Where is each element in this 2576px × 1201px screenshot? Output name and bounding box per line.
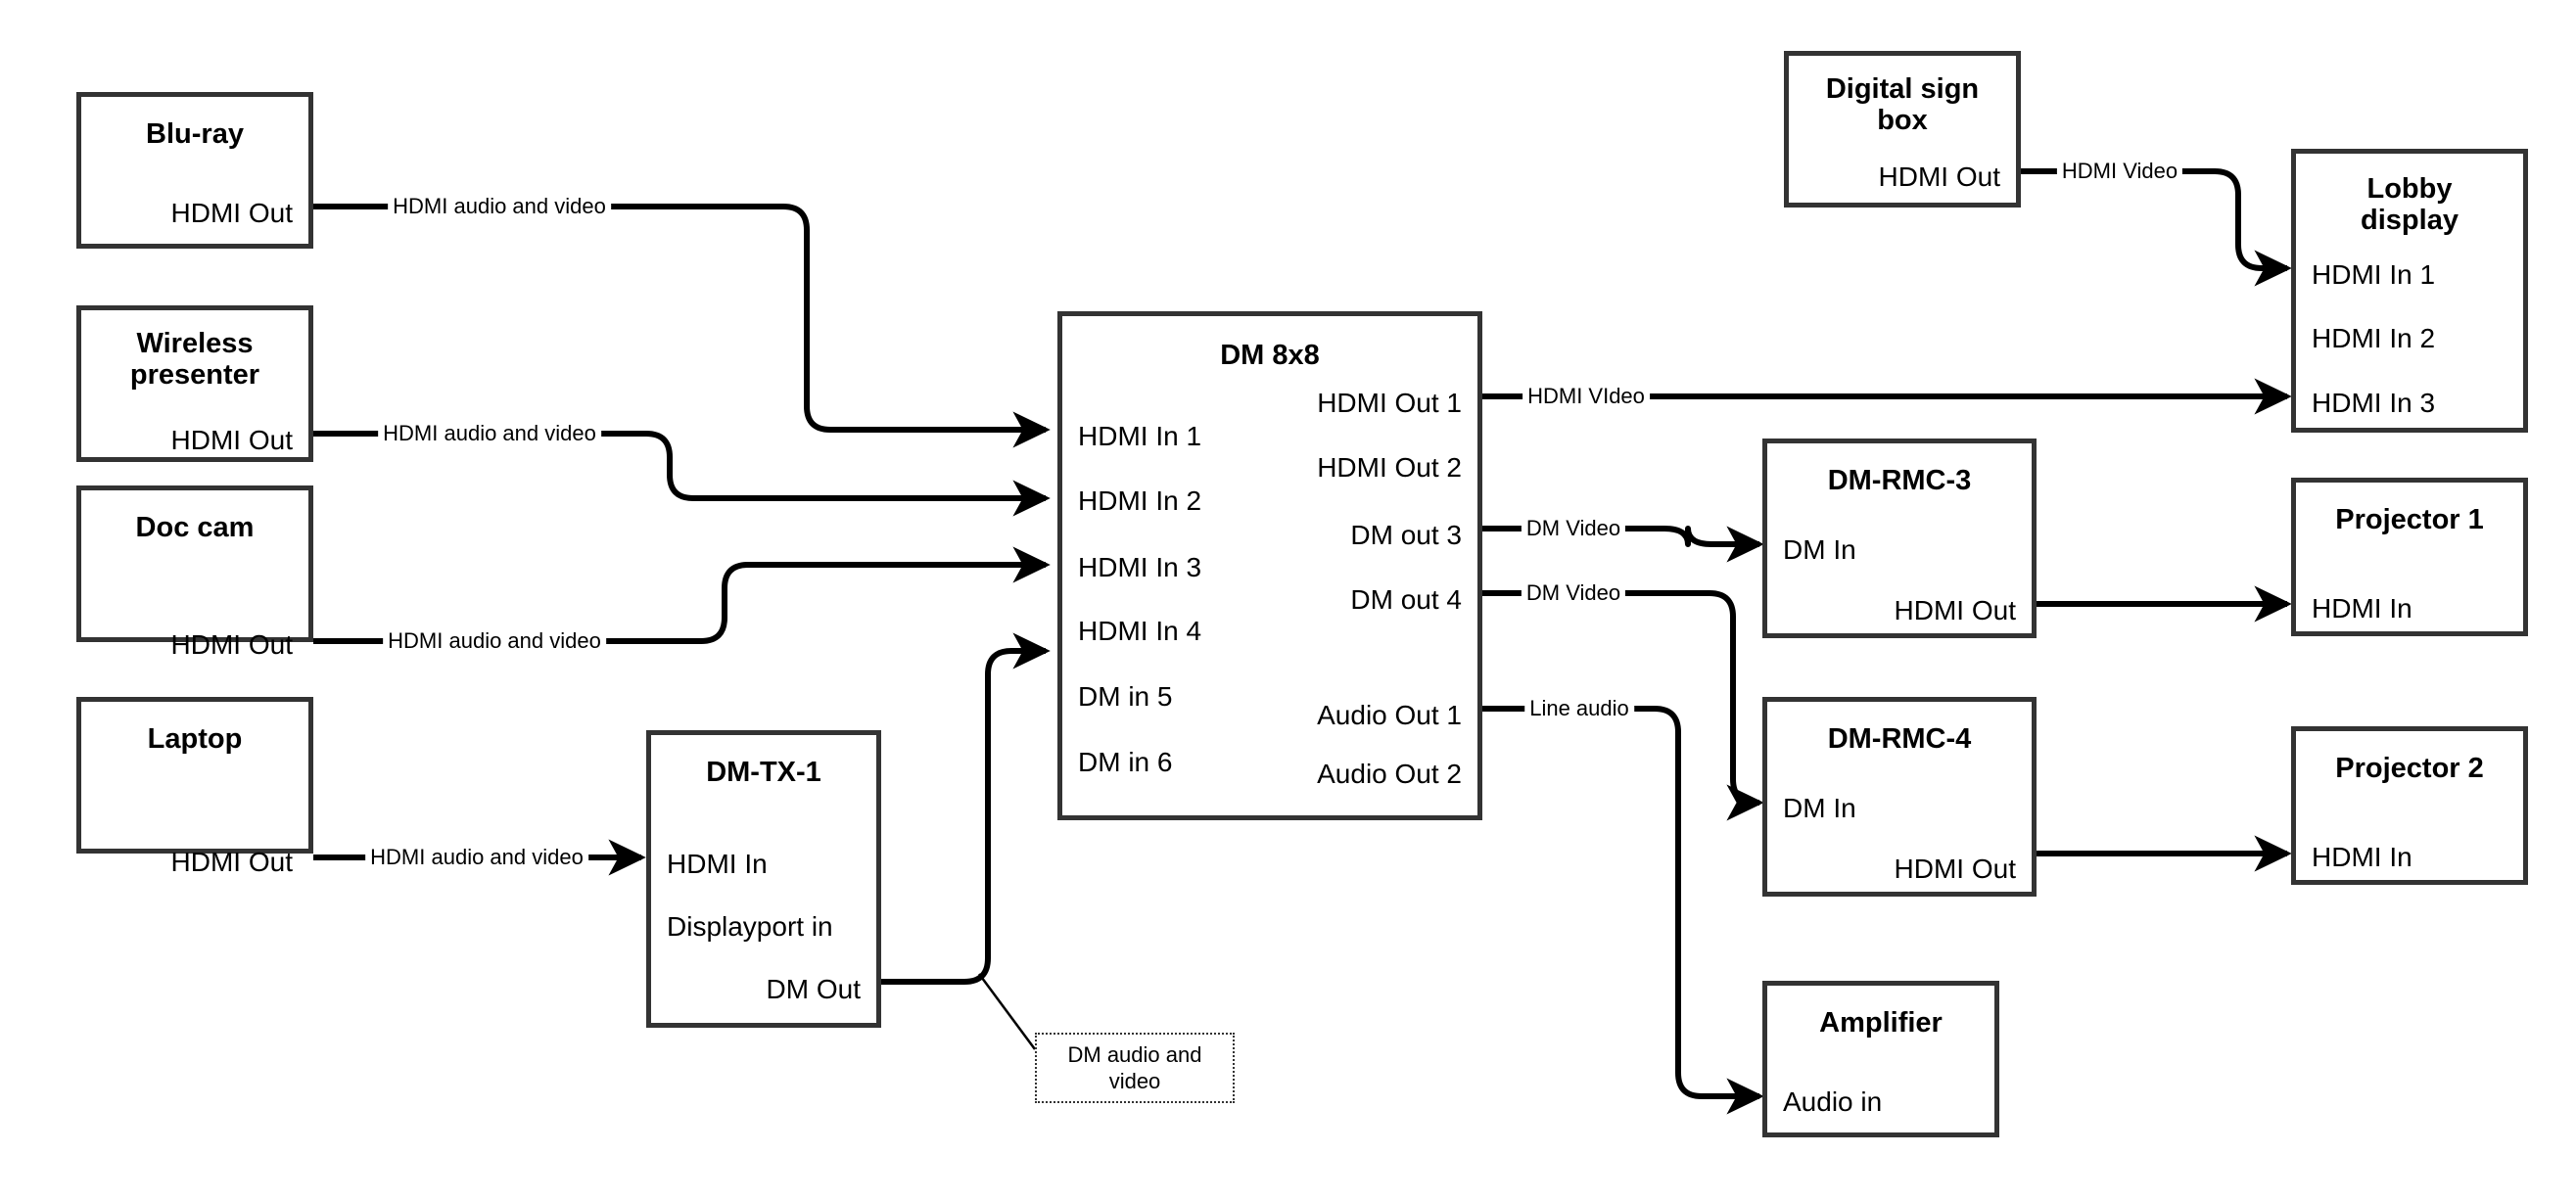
node-wireless-presenter-title: Wireless presenter [129, 328, 260, 392]
node-dm-rmc-4[interactable]: DM-RMC-4 DM In HDMI Out [1762, 697, 2037, 897]
node-lobby-display-port-hdmi-in-3[interactable]: HDMI In 3 [2312, 388, 2436, 418]
note-dm-audio-and-video: DM audio and video [1035, 1033, 1235, 1103]
edge-label-doccam-to-dm8x8: HDMI audio and video [383, 628, 606, 654]
leader-line-dm-audio-note [977, 973, 1037, 1050]
edge-label-wireless-to-dm8x8: HDMI audio and video [378, 421, 601, 446]
node-dm-tx-1[interactable]: DM-TX-1 HDMI In Displayport in DM Out [646, 730, 881, 1028]
node-dm-8x8-port-hdmi-in-2[interactable]: HDMI In 2 [1078, 485, 1202, 516]
node-dm-rmc-4-port-hdmi-out[interactable]: HDMI Out [1894, 854, 2016, 884]
node-dm-8x8-port-dm-out-4[interactable]: DM out 4 [1350, 584, 1462, 615]
node-dm-rmc-3-port-hdmi-out[interactable]: HDMI Out [1894, 595, 2016, 625]
node-lobby-display-port-hdmi-in-2[interactable]: HDMI In 2 [2312, 323, 2436, 353]
node-lobby-display-title: Lobby display [2361, 173, 2459, 237]
node-dm-8x8-port-hdmi-in-3[interactable]: HDMI In 3 [1078, 552, 1202, 582]
node-projector-2-port-hdmi-in[interactable]: HDMI In [2312, 842, 2412, 872]
node-dm-8x8-port-dm-in-5[interactable]: DM in 5 [1078, 681, 1173, 712]
node-digital-sign-box-title: Digital sign box [1825, 73, 1980, 137]
node-laptop-title: Laptop [147, 723, 243, 755]
node-dm-tx-1-port-displayport-in[interactable]: Displayport in [667, 911, 833, 942]
node-dm-rmc-3-title: DM-RMC-3 [1827, 465, 1972, 496]
node-dm-8x8-port-hdmi-in-4[interactable]: HDMI In 4 [1078, 616, 1202, 646]
wire-dm8x8-to-rmc4 [1481, 590, 1764, 821]
node-dm-8x8-port-hdmi-out-1[interactable]: HDMI Out 1 [1317, 388, 1462, 418]
node-laptop-port-hdmi-out[interactable]: HDMI Out [170, 847, 293, 877]
node-dm-8x8-port-dm-in-6[interactable]: DM in 6 [1078, 747, 1173, 777]
node-bluray-port-hdmi-out[interactable]: HDMI Out [170, 198, 293, 228]
edge-label-dm8x8-to-lobby: HDMI VIdeo [1522, 384, 1650, 409]
node-amplifier[interactable]: Amplifier Audio in [1762, 981, 1999, 1137]
edge-label-dm8x8-to-rmc4: DM Video [1521, 580, 1626, 606]
node-bluray[interactable]: Blu-ray HDMI Out [76, 92, 313, 249]
edge-label-laptop-to-dmtx1: HDMI audio and video [365, 845, 588, 870]
node-doc-cam[interactable]: Doc cam HDMI Out [76, 485, 313, 660]
edge-label-dm8x8-to-amplifier: Line audio [1524, 696, 1634, 721]
node-laptop[interactable]: Laptop HDMI Out [76, 697, 313, 877]
node-projector-2[interactable]: Projector 2 HDMI In [2291, 726, 2528, 885]
node-amplifier-port-audio-in[interactable]: Audio in [1783, 1086, 1883, 1117]
node-dm-8x8-port-hdmi-out-2[interactable]: HDMI Out 2 [1317, 452, 1462, 483]
node-dm-rmc-3-port-dm-in[interactable]: DM In [1783, 534, 1856, 565]
node-lobby-display-port-hdmi-in-1[interactable]: HDMI In 1 [2312, 259, 2436, 290]
node-doc-cam-port-hdmi-out[interactable]: HDMI Out [170, 629, 293, 660]
node-dm-8x8-port-hdmi-in-1[interactable]: HDMI In 1 [1078, 421, 1202, 451]
wire-dmtx1-to-dm8x8 [881, 632, 1051, 985]
node-wireless-presenter-port-hdmi-out[interactable]: HDMI Out [170, 425, 293, 455]
node-dm-rmc-4-port-dm-in[interactable]: DM In [1783, 793, 1856, 823]
node-dm-rmc-4-title: DM-RMC-4 [1827, 723, 1972, 755]
node-dm-8x8-port-audio-out-2[interactable]: Audio Out 2 [1317, 759, 1462, 789]
wire-dm8x8-to-rmc3 [1481, 526, 1764, 563]
node-projector-1-port-hdmi-in[interactable]: HDMI In [2312, 593, 2412, 624]
node-amplifier-title: Amplifier [1819, 1007, 1943, 1039]
wire-wireless-to-dm8x8 [313, 431, 1051, 517]
node-dm-tx-1-port-hdmi-in[interactable]: HDMI In [667, 849, 768, 879]
node-dm-8x8-port-audio-out-1[interactable]: Audio Out 1 [1317, 700, 1462, 730]
node-dm-8x8-title: DM 8x8 [1220, 340, 1320, 371]
node-lobby-display[interactable]: Lobby display HDMI In 1 HDMI In 2 HDMI I… [2291, 149, 2528, 433]
wire-doccam-to-dm8x8 [313, 546, 1051, 644]
node-digital-sign-box[interactable]: Digital sign box HDMI Out [1784, 51, 2021, 208]
wire-bluray-to-dm8x8-real [313, 204, 1051, 448]
node-doc-cam-title: Doc cam [135, 512, 255, 543]
node-digital-sign-box-port-hdmi-out[interactable]: HDMI Out [1878, 162, 2000, 192]
node-dm-rmc-3[interactable]: DM-RMC-3 DM In HDMI Out [1762, 439, 2037, 638]
node-dm-8x8[interactable]: DM 8x8 HDMI In 1 HDMI In 2 HDMI In 3 HDM… [1057, 311, 1482, 820]
node-dm-8x8-port-dm-out-3[interactable]: DM out 3 [1350, 520, 1462, 550]
node-bluray-title: Blu-ray [146, 118, 244, 150]
wire-dm8x8-to-amplifier [1481, 706, 1764, 1115]
node-dm-tx-1-port-dm-out[interactable]: DM Out [766, 974, 861, 1004]
node-projector-2-title: Projector 2 [2335, 753, 2484, 784]
node-dm-tx-1-title: DM-TX-1 [706, 757, 821, 788]
node-projector-1-title: Projector 1 [2335, 504, 2484, 535]
edge-label-dm8x8-to-rmc3: DM Video [1521, 516, 1626, 541]
edge-label-digitalsign-to-lobby: HDMI Video [2056, 159, 2183, 184]
edge-label-bluray-to-dm8x8: HDMI audio and video [388, 194, 611, 219]
wire-digitalsign-to-lobby [2020, 168, 2292, 287]
node-wireless-presenter[interactable]: Wireless presenter HDMI Out [76, 305, 313, 462]
node-projector-1[interactable]: Projector 1 HDMI In [2291, 478, 2528, 636]
